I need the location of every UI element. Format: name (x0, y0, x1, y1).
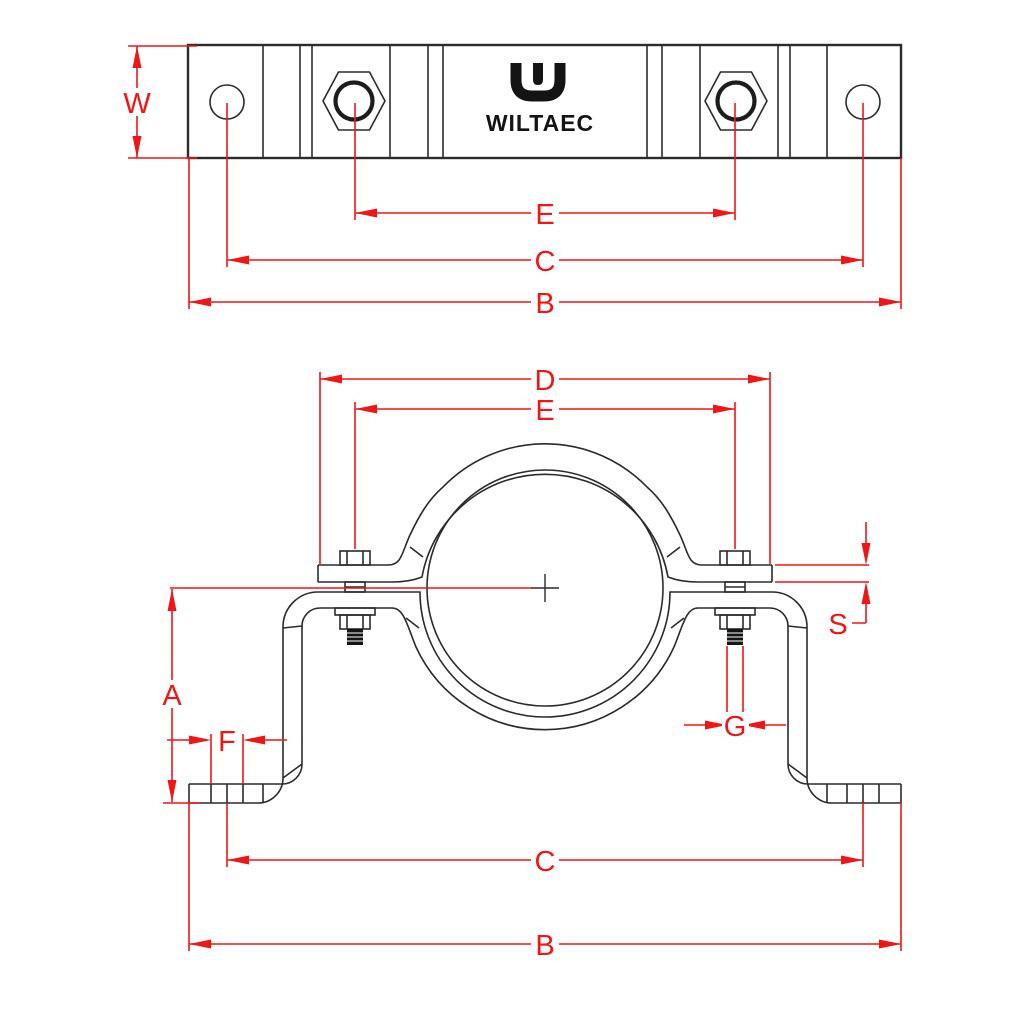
dimension-b-front: B (188, 803, 902, 962)
dim-label-s: S (828, 609, 847, 641)
dim-label-w: W (123, 88, 151, 120)
front-view (188, 443, 902, 804)
dimension-c-top: C (226, 103, 864, 278)
dim-label-g: G (724, 711, 747, 743)
dimension-e-front: E (354, 395, 736, 549)
dimension-w: W (123, 45, 197, 159)
top-view-dimensions: W E C B (123, 45, 902, 320)
dim-label-c-top: C (535, 246, 556, 278)
wiltaec-u-mark-icon (510, 63, 566, 102)
dim-label-b-front: B (535, 930, 554, 962)
dim-label-e-top: E (535, 199, 554, 231)
dimension-e-top: E (354, 103, 736, 231)
bolt-assembly-left (334, 550, 376, 645)
bolt-assembly-right (714, 550, 756, 646)
dimension-c-front: C (226, 803, 864, 878)
dim-label-b-top: B (535, 288, 554, 320)
dimension-a: A (158, 589, 201, 804)
front-view-dimensions: D E A F G (158, 365, 902, 962)
dim-label-d: D (535, 365, 556, 397)
pipe-center-cross (531, 574, 559, 602)
top-view: WILTAEC (186, 43, 903, 160)
dimension-d: D (319, 365, 771, 564)
strap-outline (186, 43, 903, 160)
hex-nut-top-right (704, 71, 768, 131)
strap-bend-lines (262, 45, 828, 158)
dim-label-c-front: C (535, 846, 556, 878)
brand-logo: WILTAEC (486, 63, 594, 136)
upper-clamp-band (317, 443, 773, 583)
lower-clamp-band-and-legs (188, 546, 902, 804)
dimension-s: S (775, 522, 871, 641)
hex-nut-top-left (322, 71, 386, 131)
dimension-g: G (684, 646, 786, 743)
brand-logo-text: WILTAEC (486, 110, 594, 136)
foot-slot-lines (210, 784, 880, 803)
dim-label-f: F (218, 726, 236, 758)
dimension-f: F (167, 726, 287, 784)
bend-tangent-ticks (282, 546, 808, 779)
dim-label-e-front: E (535, 395, 554, 427)
dim-label-a: A (162, 680, 182, 712)
dimension-b-top: B (188, 158, 902, 320)
